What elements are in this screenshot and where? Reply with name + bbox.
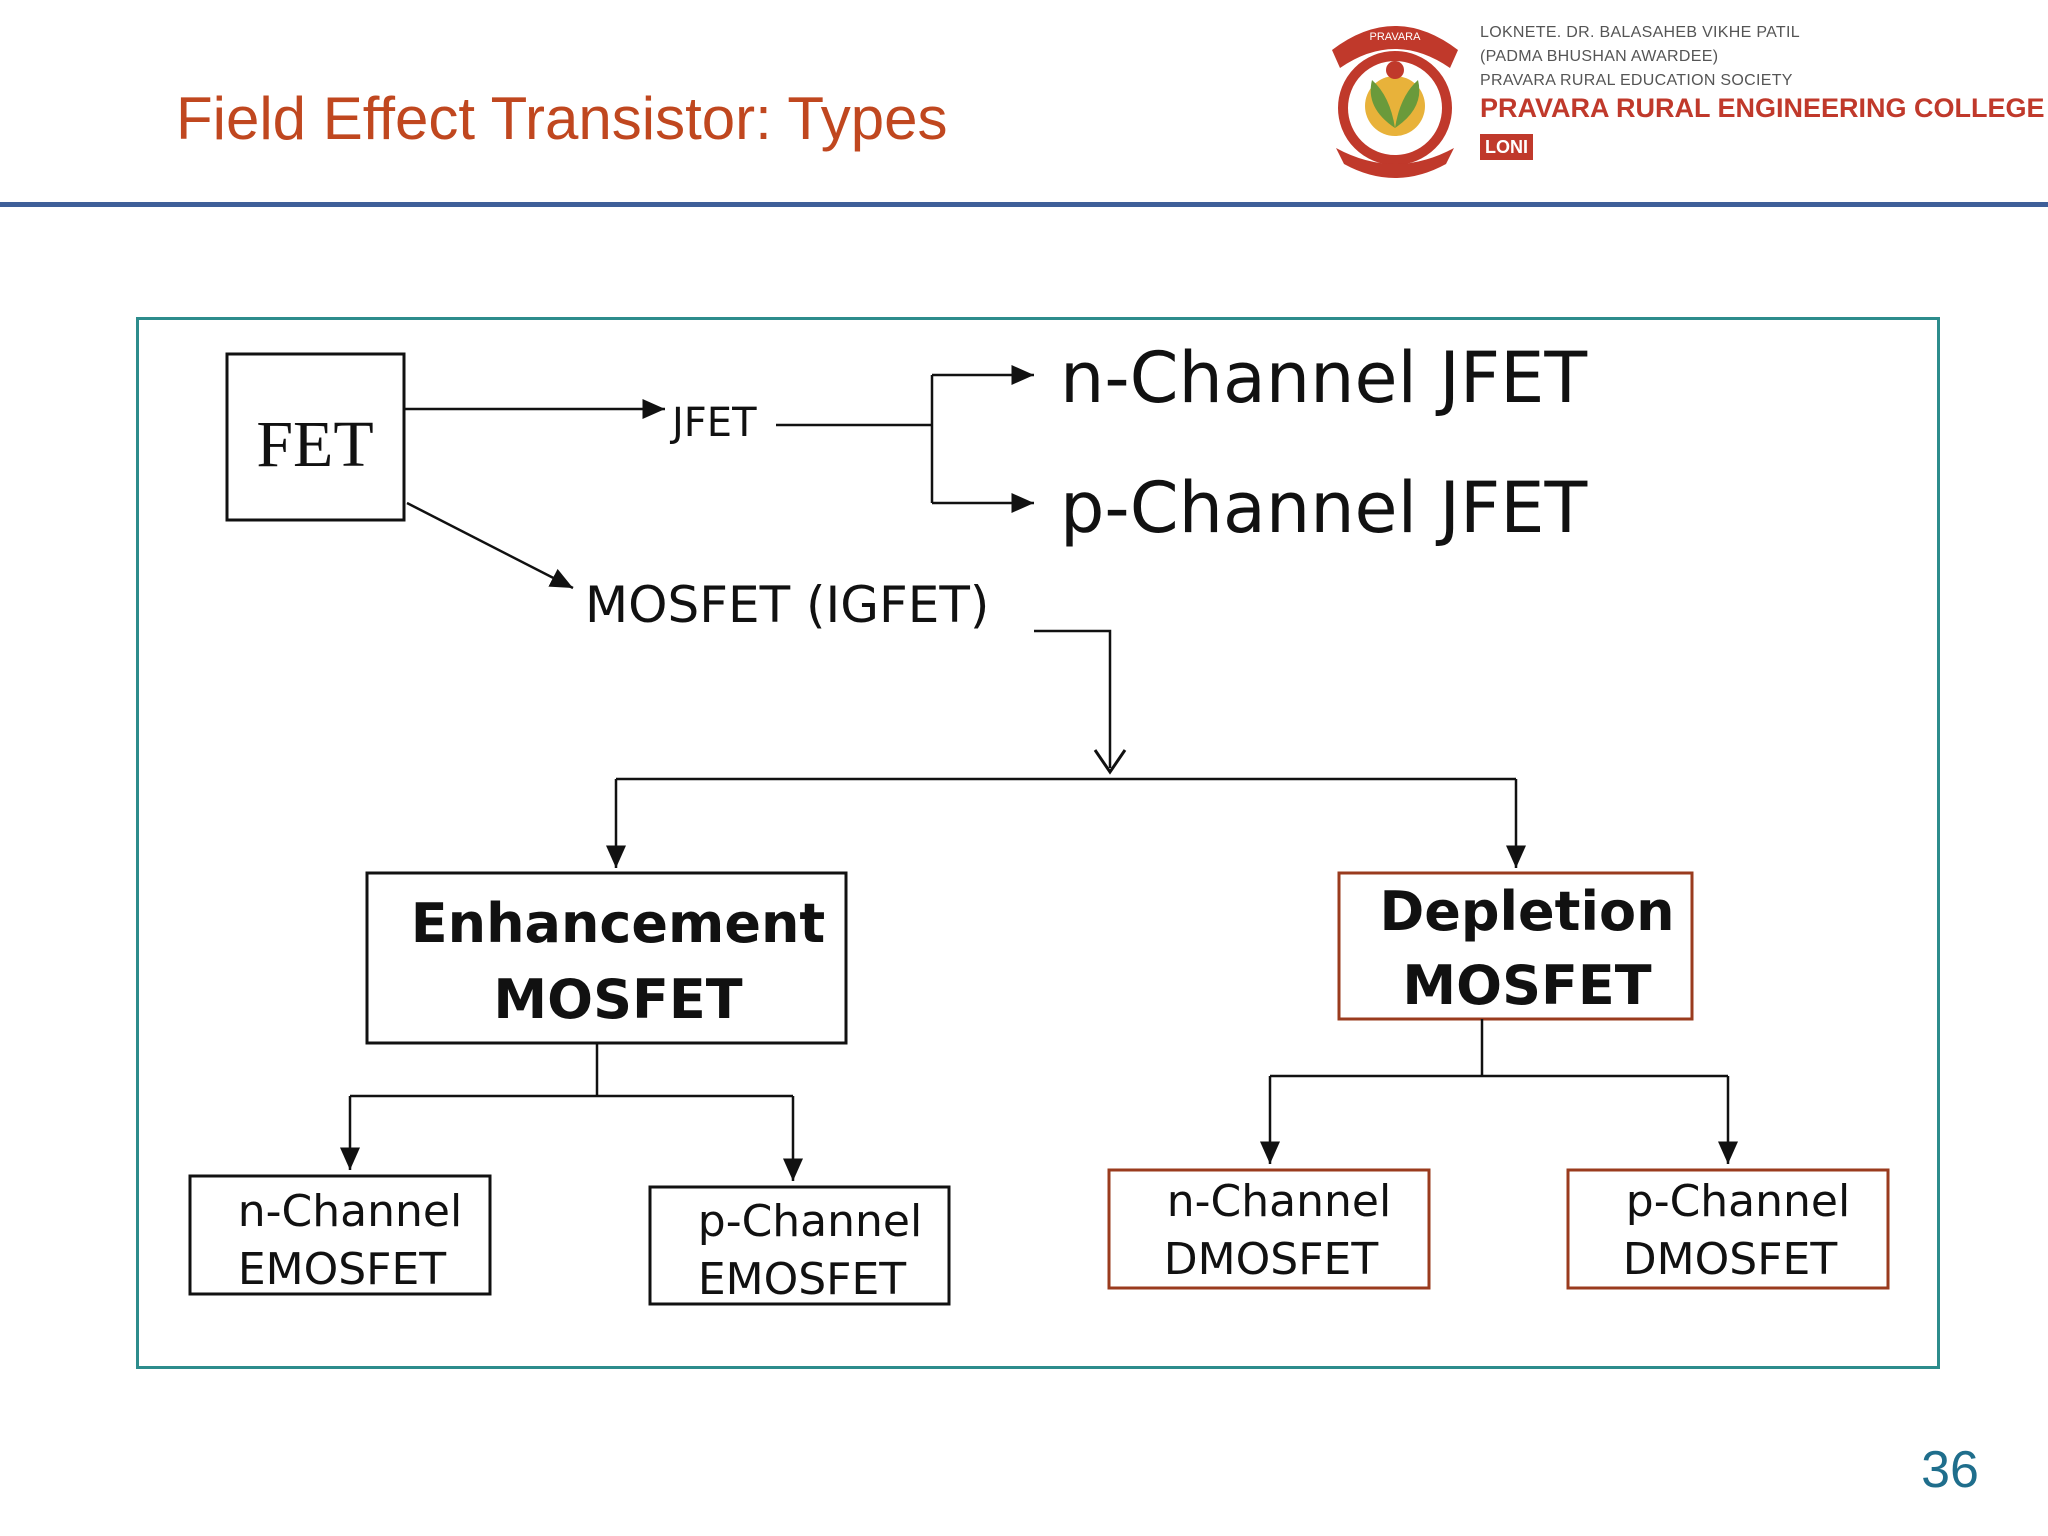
n-emosfet-label-line-1: n-Channel: [238, 1186, 462, 1237]
p-jfet-label: p-Channel JFET: [1060, 467, 1587, 549]
n-dmosfet-label-line-2: DMOSFET: [1164, 1234, 1379, 1285]
college-badge: LONI: [1480, 134, 1533, 160]
header-rule: [0, 202, 2048, 207]
college-logo: PRAVARA: [1332, 26, 1458, 178]
college-line-2: (PADMA BHUSHAN AWARDEE): [1480, 48, 1719, 65]
n-emosfet-label-line-2: EMOSFET: [238, 1244, 446, 1295]
logo-leaf-right: [1395, 80, 1420, 128]
college-header: PRAVARA LOKNETE. DR. BALASAHEB VIKHE PAT…: [1320, 8, 2045, 188]
mosfet-down-line: [1034, 629, 1112, 768]
logo-ribbon-text: PRAVARA: [1370, 31, 1422, 43]
fet-to-mosfet-arrow: [406, 501, 574, 590]
n-dmosfet-label-line-1: n-Channel: [1167, 1176, 1391, 1227]
enhancement-mosfet-box: [365, 871, 848, 1045]
fet-box: [225, 352, 406, 522]
fet-label: FET: [256, 408, 373, 481]
mosfet-arrowhead: [1093, 749, 1127, 775]
depletion-mosfet-box: [1337, 871, 1694, 1021]
p-dmosfet-label-line-2: DMOSFET: [1623, 1234, 1838, 1285]
p-emosfet-box: [648, 1185, 951, 1306]
college-line-1: LOKNETE. DR. BALASAHEB VIKHE PATIL: [1480, 24, 1800, 41]
diagram-frame: [136, 317, 1940, 1369]
college-name: PRAVARA RURAL ENGINEERING COLLEGE: [1480, 93, 2045, 123]
p-emosfet-label-line-1: p-Channel: [698, 1196, 922, 1247]
enhancement-label-line-2: MOSFET: [493, 968, 742, 1031]
logo-leaf-left: [1370, 80, 1395, 128]
logo-ribbon: [1332, 26, 1458, 68]
jfet-label: JFET: [669, 400, 757, 446]
n-emosfet-box: [188, 1174, 492, 1296]
logo-base-ribbon: [1336, 148, 1454, 178]
slide-title: Field Effect Transistor: Types: [176, 85, 948, 152]
n-dmosfet-box: [1107, 1168, 1431, 1290]
logo-emblem-ring: [1338, 51, 1452, 165]
mosfet-label: MOSFET (IGFET): [585, 576, 989, 634]
enhancement-label-line-1: Enhancement: [411, 892, 825, 955]
n-jfet-label: n-Channel JFET: [1060, 337, 1587, 419]
p-dmosfet-box: [1566, 1168, 1890, 1290]
college-line-3: PRAVARA RURAL EDUCATION SOCIETY: [1480, 72, 1793, 89]
logo-sun: [1386, 61, 1404, 79]
depletion-label-line-1: Depletion: [1379, 880, 1674, 943]
p-dmosfet-label-line-1: p-Channel: [1626, 1176, 1850, 1227]
p-emosfet-label-line-2: EMOSFET: [698, 1254, 906, 1305]
page-number: 36: [1921, 1441, 1979, 1499]
depletion-label-line-2: MOSFET: [1402, 954, 1651, 1017]
